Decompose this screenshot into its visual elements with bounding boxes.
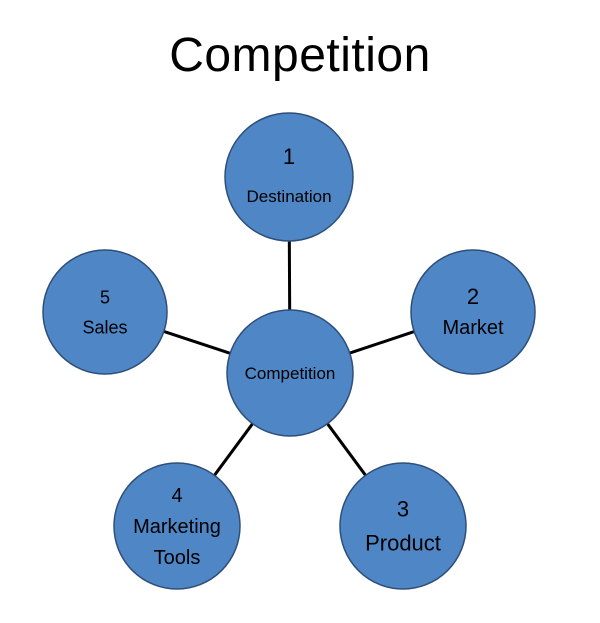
connector-market xyxy=(349,330,415,355)
node-sales-circle xyxy=(42,249,168,375)
node-product-label-line-2: Product xyxy=(365,531,441,556)
node-marketing-tools-label-line-3: Tools xyxy=(154,547,201,569)
node-destination-circle xyxy=(224,112,354,242)
center-node: Competition xyxy=(226,309,354,437)
connector-product xyxy=(326,422,367,477)
page-title: Competition xyxy=(169,29,431,82)
node-marketing-tools-label-line-2: Marketing xyxy=(133,516,221,538)
center-node-label-line-1: Competition xyxy=(245,364,336,383)
node-market-label-line-1: 2 xyxy=(467,284,479,309)
node-destination-label-line-2: Destination xyxy=(246,187,331,206)
node-marketing-tools-label-line-1: 4 xyxy=(171,485,182,507)
connector-sales xyxy=(163,329,231,355)
node-market-label-line-2: Market xyxy=(442,317,504,339)
node-product-circle xyxy=(339,462,467,590)
node-destination-label-line-1: 1 xyxy=(283,144,295,169)
node-marketing-tools-circle xyxy=(113,462,241,590)
node-market-circle xyxy=(410,249,536,375)
center-node-circle xyxy=(226,309,354,437)
connectors xyxy=(163,240,415,477)
node-sales-label-line-2: Sales xyxy=(82,317,127,337)
connector-marketing-tools xyxy=(213,422,254,477)
node-product-label-line-1: 3 xyxy=(397,497,409,522)
node-sales-label-line-1: 5 xyxy=(100,287,110,307)
